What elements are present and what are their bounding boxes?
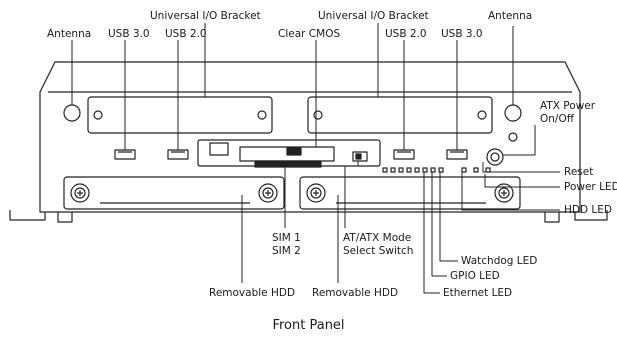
label-usb30-right: USB 3.0 [441,28,483,40]
label-usb20-right: USB 2.0 [385,28,427,40]
io-bracket-left [87,96,273,134]
label-watchdog-led: Watchdog LED [461,255,538,267]
label-antenna-right: Antenna [488,10,533,22]
label-hdd-led: HDD LED [564,204,612,216]
led-indicator [414,167,420,173]
mounting-foot-right [574,210,608,221]
led-indicator [430,167,436,173]
thumbscrew [70,183,90,203]
io-bracket-right [307,96,493,134]
led-indicator [438,167,444,173]
led-indicator [390,167,396,173]
label-ethernet-led: Ethernet LED [443,287,513,299]
label-io-bracket-left: Universal I/O Bracket [150,10,261,22]
chassis-outline [39,61,581,213]
label-hdd-right: Removable HDD [312,287,399,299]
label-power-led: Power LED [564,181,617,193]
label-io-bracket-right: Universal I/O Bracket [318,10,429,22]
label-usb30-left: USB 3.0 [108,28,150,40]
label-hdd-left: Removable HDD [209,287,296,299]
mounting-foot-left [9,210,46,221]
label-mode-switch: AT/ATX Mode Select Switch [343,232,414,257]
label-clear-cmos: Clear CMOS [278,28,341,40]
hdd-bay-right [299,176,521,210]
leader-lines [71,23,560,294]
clear-cmos-button [286,147,302,156]
led-indicator [398,167,404,173]
label-gpio-led: GPIO LED [450,270,500,282]
led-row [382,167,491,173]
figure-caption: Front Panel [272,318,345,333]
led-indicator [406,167,412,173]
label-antenna-left: Antenna [47,28,92,40]
thumbscrew [494,183,514,203]
led-indicator [473,167,479,173]
label-sim: SIM 1 SIM 2 [272,232,301,257]
mode-switch [352,151,368,162]
label-usb20-left: USB 2.0 [165,28,207,40]
led-indicator [461,167,467,173]
led-indicator [422,167,428,173]
led-indicator [382,167,388,173]
thumbscrew [306,183,326,203]
hdd-bay-left [63,176,285,210]
thumbscrew [258,183,278,203]
label-reset: Reset [564,166,594,178]
atx-power-button [486,148,504,166]
label-atx-power: ATX Power On/Off [540,100,596,125]
